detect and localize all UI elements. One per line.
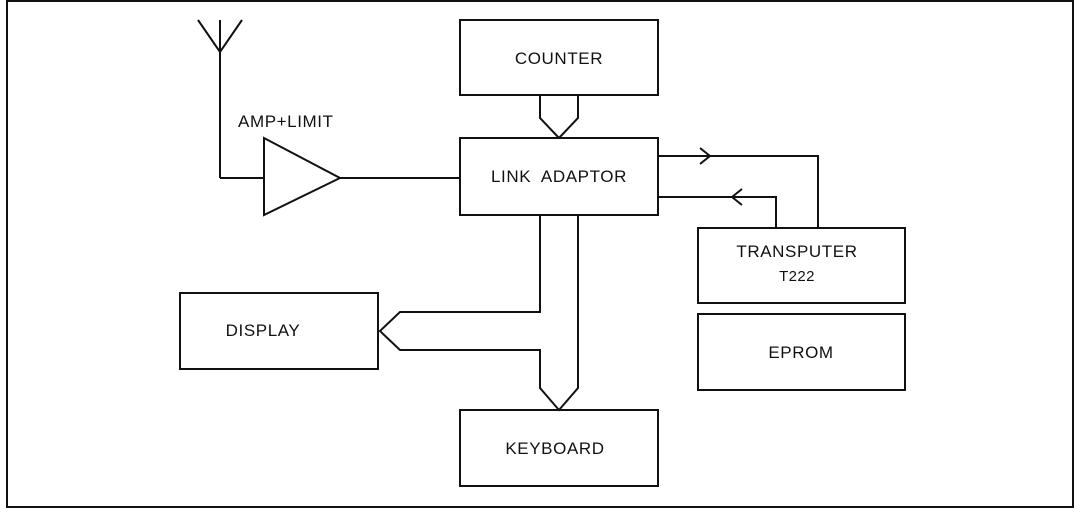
- amplifier-triangle-icon: [263, 136, 343, 217]
- transputer-box: [697, 227, 906, 304]
- link-in-wire: [658, 196, 777, 228]
- link-in-arrow-icon: [730, 188, 743, 206]
- transputer-label: TRANSPUTER: [736, 242, 857, 261]
- eprom-box: [697, 313, 906, 391]
- link-out-arrow-icon: [699, 147, 712, 165]
- display-label: DISPLAY: [226, 321, 301, 340]
- transputer-model-label: T222: [779, 268, 815, 285]
- display-box: [179, 292, 379, 370]
- counter-bus-arrow: [539, 95, 579, 140]
- amp-limit-label: AMP+LIMIT: [238, 112, 334, 131]
- eprom-label: EPROM: [768, 343, 833, 362]
- counter-box: [459, 19, 659, 96]
- link-adaptor-label: LINK ADAPTOR: [491, 167, 627, 186]
- keyboard-label: KEYBOARD: [505, 439, 604, 458]
- antenna-icon: [197, 19, 243, 178]
- counter-label: COUNTER: [515, 49, 603, 68]
- bus-link-to-display-keyboard: [378, 215, 579, 412]
- link-adaptor-box: [459, 137, 659, 216]
